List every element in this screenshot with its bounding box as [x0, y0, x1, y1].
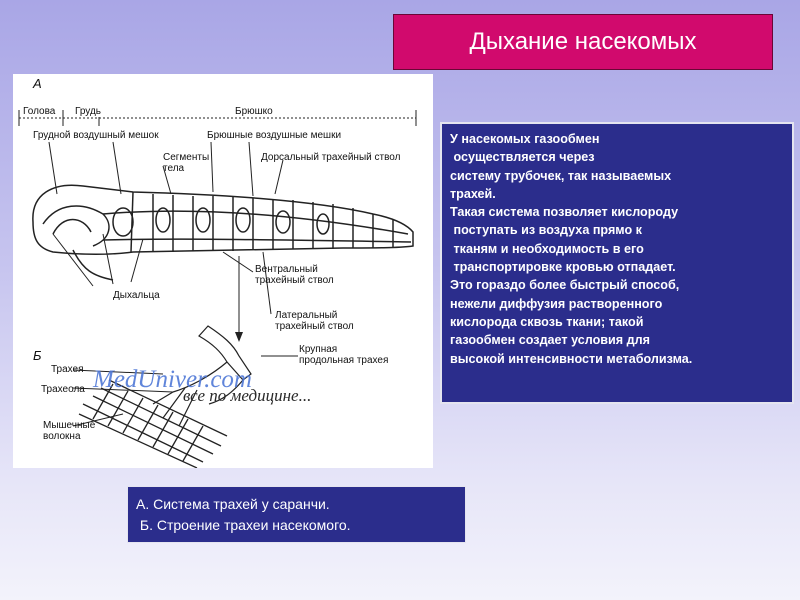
info-line: осуществляется через [450, 148, 786, 166]
info-line: тканям и необходимость в его [450, 240, 786, 258]
label-ventral-trunk: Вентральный трахейный ствол [255, 264, 334, 286]
watermark-subtext: все по медицине... [183, 386, 311, 406]
label-body-segments: Сегменты тела [163, 152, 209, 174]
info-text-box: У насекомых газообмен осуществляется чер… [440, 122, 794, 404]
info-line: У насекомых газообмен [450, 130, 786, 148]
info-line: систему трубочек, так называемых [450, 167, 786, 185]
info-line: газообмен создает условия для [450, 331, 786, 349]
label-dorsal-trunk: Дорсальный трахейный ствол [261, 152, 400, 163]
label-thorax: Грудь [75, 106, 101, 117]
label-head: Голова [23, 106, 55, 117]
panel-a-letter: А [33, 76, 42, 91]
label-lateral-trunk: Латеральный трахейный ствол [275, 310, 354, 332]
slide-title: Дыхание насекомых [393, 14, 773, 70]
info-line: трахей. [450, 185, 786, 203]
label-abdomen: Брюшко [235, 106, 273, 117]
info-line: Это гораздо более быстрый способ, [450, 276, 786, 294]
info-line: нежели диффузия растворенного [450, 295, 786, 313]
caption-line-a: А. Система трахей у саранчи. [136, 494, 465, 515]
label-trachea: Трахея [51, 364, 84, 375]
info-line: транспортировке кровью отпадает. [450, 258, 786, 276]
figure-caption-box: А. Система трахей у саранчи. Б. Строение… [127, 486, 466, 543]
tracheal-system-figure: А Б Голова Грудь Брюшко Грудной воздушны… [13, 74, 433, 468]
label-tracheole: Трахеола [41, 384, 85, 395]
label-thoracic-air-sac: Грудной воздушный мешок [33, 130, 159, 141]
info-line: поступать из воздуха прямо к [450, 221, 786, 239]
caption-line-b: Б. Строение трахеи насекомого. [136, 515, 465, 536]
label-large-trachea: Крупная продольная трахея [299, 344, 388, 366]
info-line: кислорода сквозь ткани; такой [450, 313, 786, 331]
info-line: Такая система позволяет кислороду [450, 203, 786, 221]
label-abdominal-air-sacs: Брюшные воздушные мешки [207, 130, 341, 141]
label-muscle-fibers: Мышечные волокна [43, 420, 95, 442]
info-line: высокой интенсивности метаболизма. [450, 350, 786, 368]
label-spiracles: Дыхальца [113, 290, 160, 301]
panel-b-letter: Б [33, 348, 41, 363]
